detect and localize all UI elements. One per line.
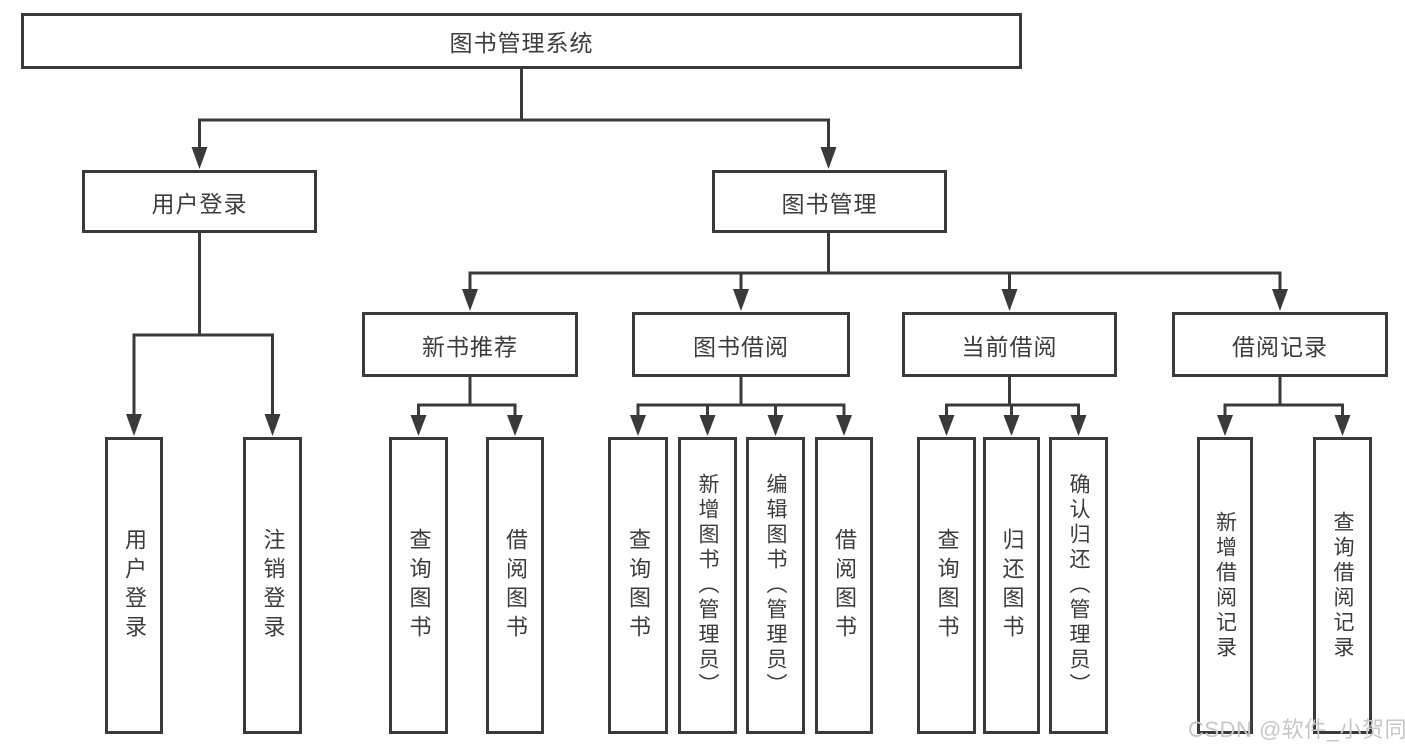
- node-label: 编辑图书（管理员）: [764, 473, 787, 698]
- node-query-borrow-record: 查询借阅记录: [1313, 437, 1372, 734]
- node-current-borrow: 当前借阅: [902, 312, 1117, 377]
- node-label: 借阅图书: [832, 527, 857, 644]
- node-label: 查询图书: [626, 527, 651, 644]
- node-edit-book-admin: 编辑图书（管理员）: [746, 437, 805, 734]
- node-label: 查询图书: [934, 527, 960, 644]
- node-add-borrow-record: 新增借阅记录: [1197, 437, 1253, 734]
- node-recommend-query-book: 查询图书: [389, 437, 448, 734]
- node-user-login-module: 用户登录: [82, 170, 317, 233]
- node-label: 借阅图书: [503, 527, 528, 644]
- node-current-query-book: 查询图书: [917, 437, 976, 734]
- node-confirm-return-admin: 确认归还（管理员）: [1049, 437, 1108, 734]
- node-book-borrow: 图书借阅: [632, 312, 850, 377]
- node-label: 查询借阅记录: [1331, 510, 1354, 661]
- node-label: 新增借阅记录: [1213, 510, 1237, 661]
- node-label: 用户登录: [151, 190, 248, 217]
- node-label: 图书管理系统: [449, 30, 594, 56]
- node-label: 借阅记录: [1232, 333, 1328, 360]
- node-return-book: 归还图书: [983, 437, 1040, 734]
- node-label: 图书借阅: [693, 333, 789, 360]
- node-new-book-recommend: 新书推荐: [362, 312, 578, 377]
- node-label: 新增图书（管理员）: [696, 473, 719, 698]
- node-borrow-book: 借阅图书: [815, 437, 873, 734]
- node-label: 归还图书: [999, 527, 1025, 644]
- node-library-management-system: 图书管理系统: [21, 13, 1022, 69]
- node-user-login: 用户登录: [105, 437, 163, 734]
- node-recommend-borrow-book: 借阅图书: [486, 437, 544, 734]
- node-label: 查询图书: [406, 527, 432, 644]
- csdn-watermark: CSDN @软件_小贺同学: [1188, 717, 1405, 742]
- node-label: 当前借阅: [961, 333, 1058, 360]
- node-label: 新书推荐: [422, 333, 518, 360]
- node-label: 图书管理: [781, 190, 878, 217]
- node-label: 注销登录: [260, 527, 286, 644]
- node-logout: 注销登录: [243, 437, 302, 734]
- node-book-management: 图书管理: [712, 170, 947, 233]
- node-borrow-query-book: 查询图书: [608, 437, 668, 734]
- node-add-book-admin: 新增图书（管理员）: [678, 437, 737, 734]
- node-label: 用户登录: [122, 527, 147, 644]
- node-label: 确认归还（管理员）: [1067, 473, 1090, 698]
- node-borrow-record: 借阅记录: [1172, 312, 1388, 377]
